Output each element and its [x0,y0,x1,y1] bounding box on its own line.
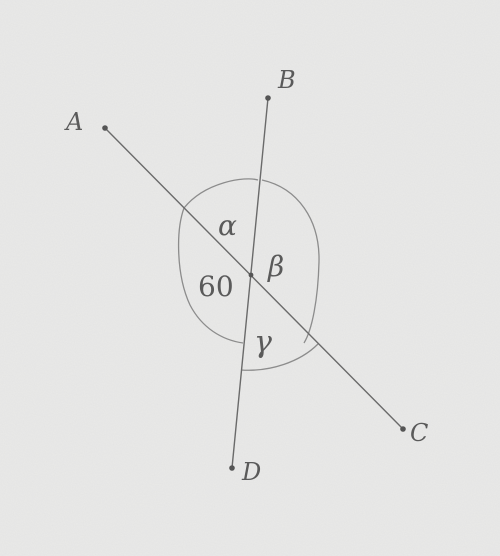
angle-arc-bottom [240,343,319,371]
angle-arc-right [261,179,320,344]
angle-gamma-label: γ [254,325,272,360]
point-b-dot [265,95,271,101]
point-d-dot [229,465,235,471]
point-c-dot [400,426,406,432]
angle-60-label: 60 [198,270,234,303]
point-a-label: A [64,108,83,136]
line-ac [104,127,404,430]
angle-alpha-label: α [218,209,237,242]
point-c-label: C [410,419,428,447]
point-b-label: B [277,66,296,94]
line-bd [231,97,269,469]
angle-arc [183,178,259,209]
angle-beta-label: β [267,250,284,283]
intersection-dot [248,272,254,278]
angle-arc-left [177,207,244,344]
point-d-label: D [241,458,261,486]
point-a-dot [102,125,108,131]
